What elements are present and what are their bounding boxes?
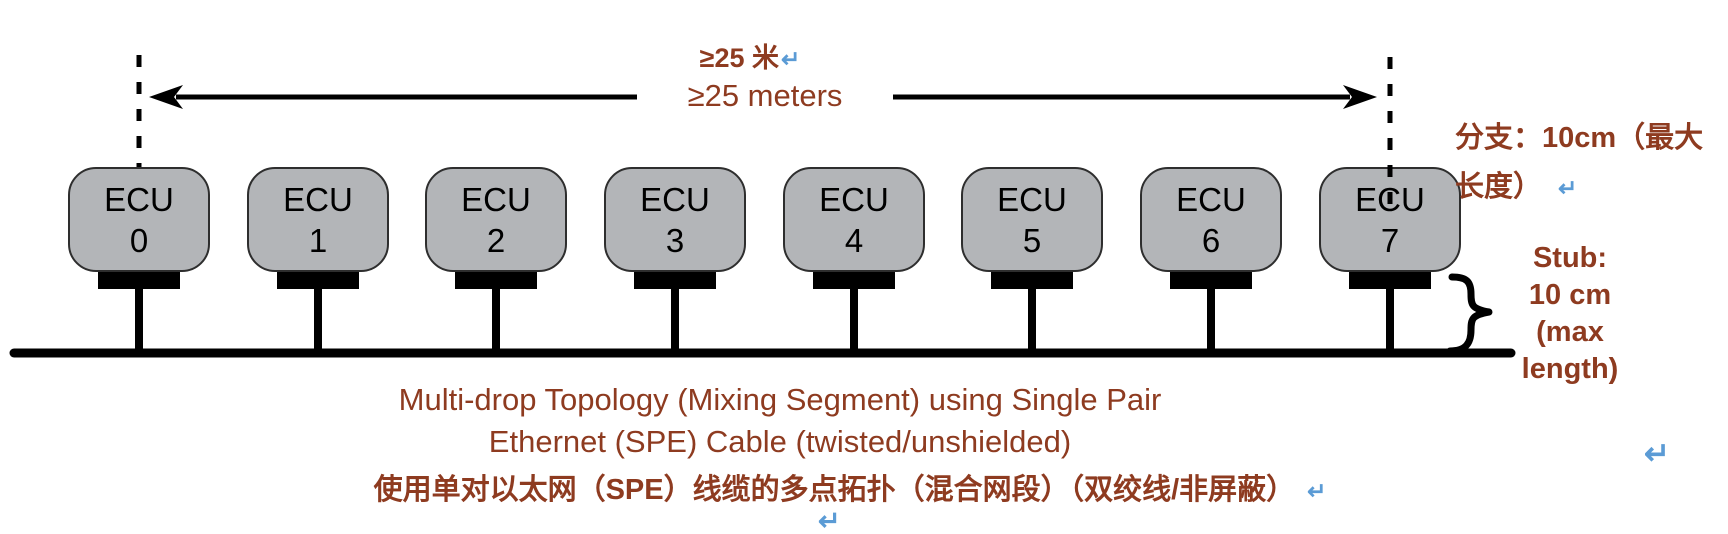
ecu-node-3: ECU 3: [604, 167, 746, 353]
ecu-node-5: ECU 5: [961, 167, 1103, 353]
ecu-label: ECU: [997, 180, 1067, 218]
ecu-box: ECU 0: [68, 167, 210, 272]
arrowhead-right-icon: [1343, 85, 1377, 109]
measurement-text-en: ≥25 meters: [687, 78, 843, 113]
measurement-text-cn: ≥25 米: [699, 43, 780, 73]
ecu-connector-bar: [634, 272, 716, 289]
ecu-node-6: ECU 6: [1140, 167, 1282, 353]
ecu-number: 3: [665, 221, 685, 259]
ecu-box: ECU 2: [425, 167, 567, 272]
ecu-node-0: ECU 0: [68, 167, 210, 353]
branch-annotation-line2-text: 长度）: [1455, 171, 1543, 203]
ecu-stub-line: [135, 289, 143, 353]
ecu-node-2: ECU 2: [425, 167, 567, 353]
stub-annotation-line3: (max: [1536, 316, 1604, 348]
ecu-connector-bar: [991, 272, 1073, 289]
return-mark-icon: ↵: [781, 46, 801, 72]
ecu-stub-line: [850, 289, 858, 353]
ecu-number: 7: [1380, 221, 1400, 259]
ecu-connector-bar: [813, 272, 895, 289]
ecu-connector-bar: [1170, 272, 1252, 289]
stub-annotation-line1: Stub:: [1532, 242, 1608, 274]
branch-annotation-cn: 分支：10cm（最大 长度） ↵: [1455, 114, 1725, 213]
stub-annotation-en: Stub: 10 cm (max length): [1468, 240, 1672, 388]
ecu-number: 4: [844, 221, 864, 259]
ecu-node-4: ECU 4: [783, 167, 925, 353]
ecu-number: 0: [129, 221, 149, 259]
branch-annotation-line2: 长度） ↵: [1455, 163, 1725, 213]
return-mark-icon: ↵: [1307, 478, 1327, 504]
ecu-label: ECU: [819, 180, 889, 218]
ecu-stub-line: [1028, 289, 1036, 353]
ecu-stub-line: [314, 289, 322, 353]
measurement-label-en: ≥25 meters: [637, 78, 893, 113]
ecu-connector-bar: [277, 272, 359, 289]
ecu-stub-line: [671, 289, 679, 353]
caption-en: Multi-drop Topology (Mixing Segment) usi…: [170, 379, 1390, 463]
ecu-stub-line: [492, 289, 500, 353]
caption-cn-text: 使用单对以太网（SPE）线缆的多点拓扑（混合网段）（双绞线/非屏蔽）: [373, 474, 1296, 506]
stub-annotation-line2: 10 cm: [1528, 279, 1612, 311]
return-mark-icon: ↵: [1558, 175, 1578, 201]
arrowhead-left-icon: [149, 85, 183, 109]
ecu-stub-line: [1207, 289, 1215, 353]
branch-annotation-line1: 分支：10cm（最大: [1455, 122, 1704, 154]
ecu-label: ECU: [1355, 180, 1425, 218]
ecu-node-1: ECU 1: [247, 167, 389, 353]
ecu-label: ECU: [461, 180, 531, 218]
measurement-label-cn: ≥25 米↵: [610, 42, 890, 75]
ecu-label: ECU: [640, 180, 710, 218]
ecu-connector-bar: [455, 272, 537, 289]
ecu-label: ECU: [283, 180, 353, 218]
return-mark-icon: ↵: [1644, 436, 1670, 471]
ecu-label: ECU: [104, 180, 174, 218]
ecu-connector-bar: [98, 272, 180, 289]
ecu-number: 1: [308, 221, 328, 259]
ecu-connector-bar: [1349, 272, 1431, 289]
ecu-box: ECU 6: [1140, 167, 1282, 272]
caption-en-line2: Ethernet (SPE) Cable (twisted/unshielded…: [488, 424, 1072, 459]
ecu-number: 5: [1022, 221, 1042, 259]
ecu-stub-line: [1386, 289, 1394, 353]
return-mark-icon: ↵: [818, 506, 841, 534]
ecu-box: ECU 4: [783, 167, 925, 272]
ecu-node-7: ECU 7: [1319, 167, 1461, 353]
ecu-box: ECU 7: [1319, 167, 1461, 272]
ecu-label: ECU: [1176, 180, 1246, 218]
ecu-number: 6: [1201, 221, 1221, 259]
ecu-number: 2: [486, 221, 506, 259]
ecu-box: ECU 5: [961, 167, 1103, 272]
stub-annotation-line4: length): [1521, 353, 1619, 385]
ecu-box: ECU 1: [247, 167, 389, 272]
caption-en-line1: Multi-drop Topology (Mixing Segment) usi…: [398, 382, 1162, 417]
ecu-box: ECU 3: [604, 167, 746, 272]
caption-cn: 使用单对以太网（SPE）线缆的多点拓扑（混合网段）（双绞线/非屏蔽） ↵: [250, 472, 1450, 509]
